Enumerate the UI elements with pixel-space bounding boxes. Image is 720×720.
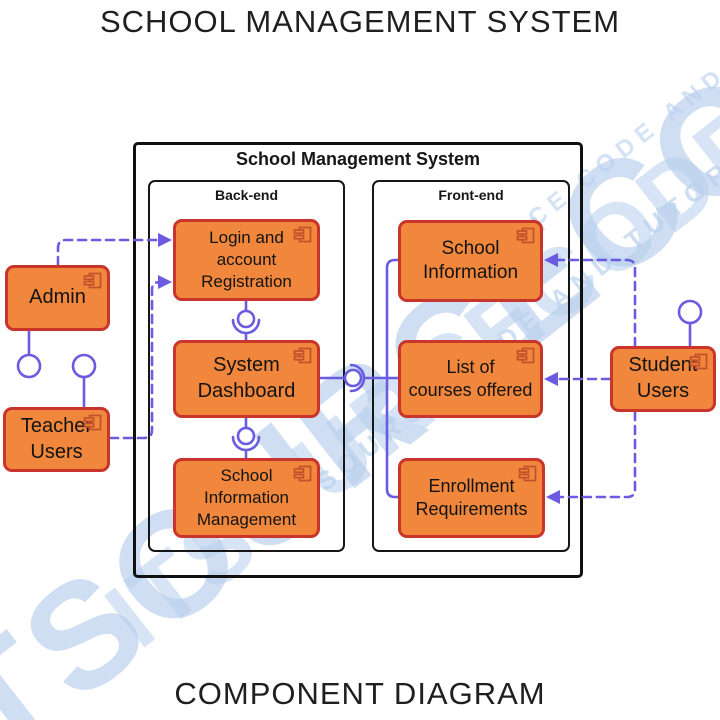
uml-component-icon bbox=[689, 353, 708, 370]
uml-component-icon bbox=[83, 272, 102, 289]
actor-student-users: Student Users bbox=[610, 346, 716, 412]
component-login-registration: Login and account Registration bbox=[173, 219, 320, 301]
uml-component-icon bbox=[293, 226, 312, 243]
actor-teacher-users: Teacher Users bbox=[3, 407, 110, 472]
frontend-frame-title: Front-end bbox=[438, 187, 504, 203]
admin-lollipop-interface bbox=[16, 329, 42, 379]
interface-circle-icon bbox=[677, 299, 703, 325]
backend-frame-title: Back-end bbox=[214, 187, 279, 203]
component-enrollment-requirements: Enrollment Requirements bbox=[398, 458, 545, 538]
system-frame-title: School Management System bbox=[235, 149, 481, 169]
component-courses-offered: List of courses offered bbox=[398, 340, 543, 418]
page-title: SCHOOL MANAGEMENT SYSTEM bbox=[99, 4, 621, 39]
uml-component-icon bbox=[83, 414, 102, 431]
component-label: Login and account Registration bbox=[201, 228, 292, 291]
uml-component-icon bbox=[516, 347, 535, 364]
component-school-info-management: School Information Management bbox=[173, 458, 320, 538]
uml-component-icon bbox=[516, 227, 535, 244]
component-system-dashboard: System Dashboard bbox=[173, 340, 320, 418]
frontend-frame: Front-end bbox=[372, 180, 570, 552]
actor-label: Student Users bbox=[628, 354, 698, 402]
component-label: Enrollment Requirements bbox=[415, 475, 528, 519]
component-label: List of courses offered bbox=[408, 356, 533, 400]
uml-component-icon bbox=[518, 465, 537, 482]
actor-label: Admin bbox=[29, 286, 86, 309]
interface-circle-icon bbox=[71, 353, 97, 379]
component-label: System Dashboard bbox=[197, 354, 296, 402]
component-school-information: School Information bbox=[398, 220, 543, 302]
component-label: School Information bbox=[422, 237, 519, 283]
actor-admin: Admin bbox=[5, 265, 110, 331]
component-label: School Information Management bbox=[196, 466, 297, 529]
teacher-lollipop-interface bbox=[71, 353, 97, 409]
uml-component-icon bbox=[293, 465, 312, 482]
uml-component-icon bbox=[293, 347, 312, 364]
actor-label: Teacher Users bbox=[20, 414, 93, 463]
student-lollipop-interface bbox=[677, 299, 703, 348]
page-subtitle: COMPONENT DIAGRAM bbox=[174, 676, 546, 711]
interface-circle-icon bbox=[16, 353, 42, 379]
